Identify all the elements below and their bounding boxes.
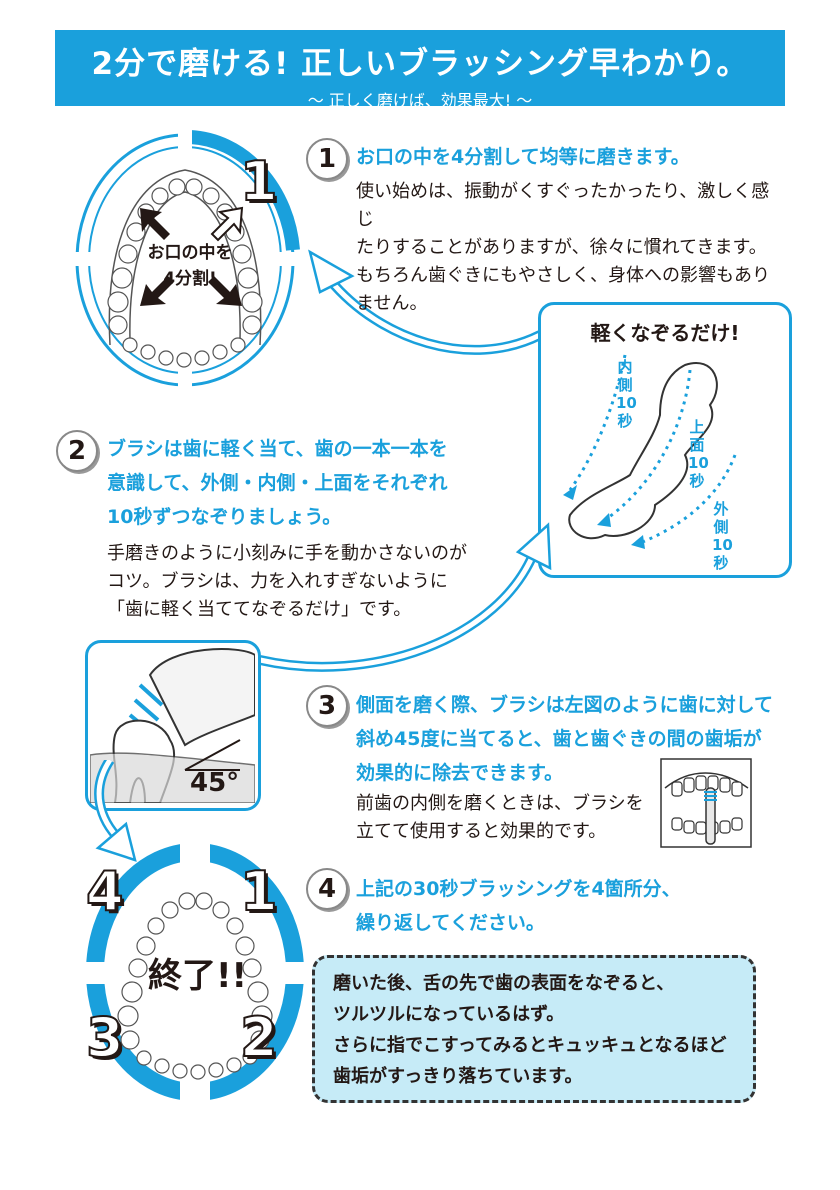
bottom-jaw-number-4: 4: [85, 859, 125, 924]
step-1-body-line: もちろん歯ぐきにもやさしく、身体への影響もあり: [356, 265, 770, 286]
step-2-heading: ブラシは歯に軽く当て、歯の一本一本を 意識して、外側・内側・上面をそれぞれ 10…: [107, 432, 527, 534]
top-jaw-label: お口の中を 4分割!: [140, 240, 240, 292]
tip-line: 磨いた後、舌の先で歯の表面をなぞると、: [333, 973, 675, 994]
step-2-body-line: コツ。ブラシは、力を入れすぎないように: [107, 571, 448, 592]
step-3-heading-line: 側面を磨く際、ブラシは左図のように歯に対して: [356, 694, 774, 716]
step-3-body-line: 前歯の内側を磨くときは、ブラシを: [356, 793, 644, 814]
title-banner: 2分で磨ける! 正しいブラッシング早わかり。 〜 正しく磨けば、効果最大! 〜: [55, 30, 785, 110]
top-10sec-label: 上面10秒: [688, 418, 709, 490]
tip-box: 磨いた後、舌の先で歯の表面をなぞると、 ツルツルになっているはず。 さらに指でこ…: [312, 955, 756, 1103]
step-4-heading-line: 上記の30秒ブラッシングを4箇所分、: [356, 878, 681, 900]
bottom-jaw-number-2: 2: [239, 1005, 279, 1070]
inner-10sec-label: 内側10秒: [616, 358, 637, 430]
top-jaw-label-line2: 4分割!: [163, 269, 217, 289]
step-1-body-line: たりすることがありますが、徐々に慣れてきます。: [356, 237, 767, 258]
front-teeth-illustration: [660, 758, 752, 848]
step-2-heading-line: ブラシは歯に軽く当て、歯の一本一本を: [107, 438, 448, 460]
step-3-heading: 側面を磨く際、ブラシは左図のように歯に対して 斜め45度に当てると、歯と歯ぐきの…: [356, 688, 776, 790]
step-4-number: 4: [306, 868, 348, 910]
molar-trace-illustration: [563, 354, 737, 549]
brush-angle-illustration: [90, 648, 255, 803]
done-label: 終了!!: [148, 956, 248, 996]
step-4-heading-line: 繰り返してください。: [356, 912, 545, 934]
step-2-body-line: 「歯に軽く当ててなぞるだけ」です。: [107, 599, 412, 620]
top-jaw-quadrant-number: 1: [239, 149, 279, 214]
curved-arrow-1: [308, 249, 543, 355]
tip-line: ツルツルになっているはず。: [333, 1004, 565, 1025]
step-1-heading: お口の中を4分割して均等に磨きます。: [356, 146, 690, 168]
outer-10sec-label: 外側10秒: [712, 500, 733, 572]
step-3-body-line: 立てて使用すると効果的です。: [356, 821, 607, 842]
curved-arrow-3: [94, 760, 137, 862]
step-1-body-line: 使い始めは、振動がくすぐったかったり、激しく感じ: [356, 181, 770, 230]
page-subtitle: 〜 正しく磨けば、効果最大! 〜: [307, 91, 533, 110]
angle-45-label: 45°: [190, 768, 240, 798]
step-1-body: 使い始めは、振動がくすぐったかったり、激しく感じ たりすることがありますが、徐々…: [356, 178, 776, 318]
step-3-number: 3: [306, 685, 348, 727]
bottom-jaw-illustration: [80, 840, 310, 1105]
step-3-body: 前歯の内側を磨くときは、ブラシを 立てて使用すると効果的です。: [356, 790, 656, 846]
step-3-heading-line: 斜め45度に当てると、歯と歯ぐきの間の歯垢が: [356, 728, 762, 750]
page-title: 2分で磨ける! 正しいブラッシング早わかり。: [91, 46, 749, 82]
step-2-heading-line: 意識して、外側・内側・上面をそれぞれ: [107, 472, 448, 494]
trace-box-title: 軽くなぞるだけ!: [590, 321, 740, 345]
step-2-body-line: 手磨きのように小刻みに手を動かさないのが: [107, 543, 467, 564]
step-4-heading: 上記の30秒ブラッシングを4箇所分、 繰り返してください。: [356, 872, 776, 940]
tip-text: 磨いた後、舌の先で歯の表面をなぞると、 ツルツルになっているはず。 さらに指でこ…: [315, 958, 753, 1102]
tip-line: 歯垢がすっきり落ちています。: [333, 1066, 583, 1087]
curved-arrow-2: [258, 522, 552, 672]
step-2-number: 2: [56, 430, 98, 472]
step-1-number: 1: [306, 138, 348, 180]
tip-line: さらに指でこすってみるとキュッキュとなるほど: [333, 1035, 727, 1056]
bottom-jaw-number-3: 3: [85, 1005, 125, 1070]
step-2-heading-line: 10秒ずつなぞりましょう。: [107, 506, 342, 528]
step-1-body-line: ません。: [356, 293, 428, 314]
step-3-heading-line: 効果的に除去できます。: [356, 762, 564, 784]
top-jaw-illustration: [70, 130, 300, 395]
bottom-jaw-number-1: 1: [239, 859, 279, 924]
step-2-body: 手磨きのように小刻みに手を動かさないのが コツ。ブラシは、力を入れすぎないように…: [107, 540, 527, 624]
top-jaw-label-line1: お口の中を: [147, 243, 233, 263]
